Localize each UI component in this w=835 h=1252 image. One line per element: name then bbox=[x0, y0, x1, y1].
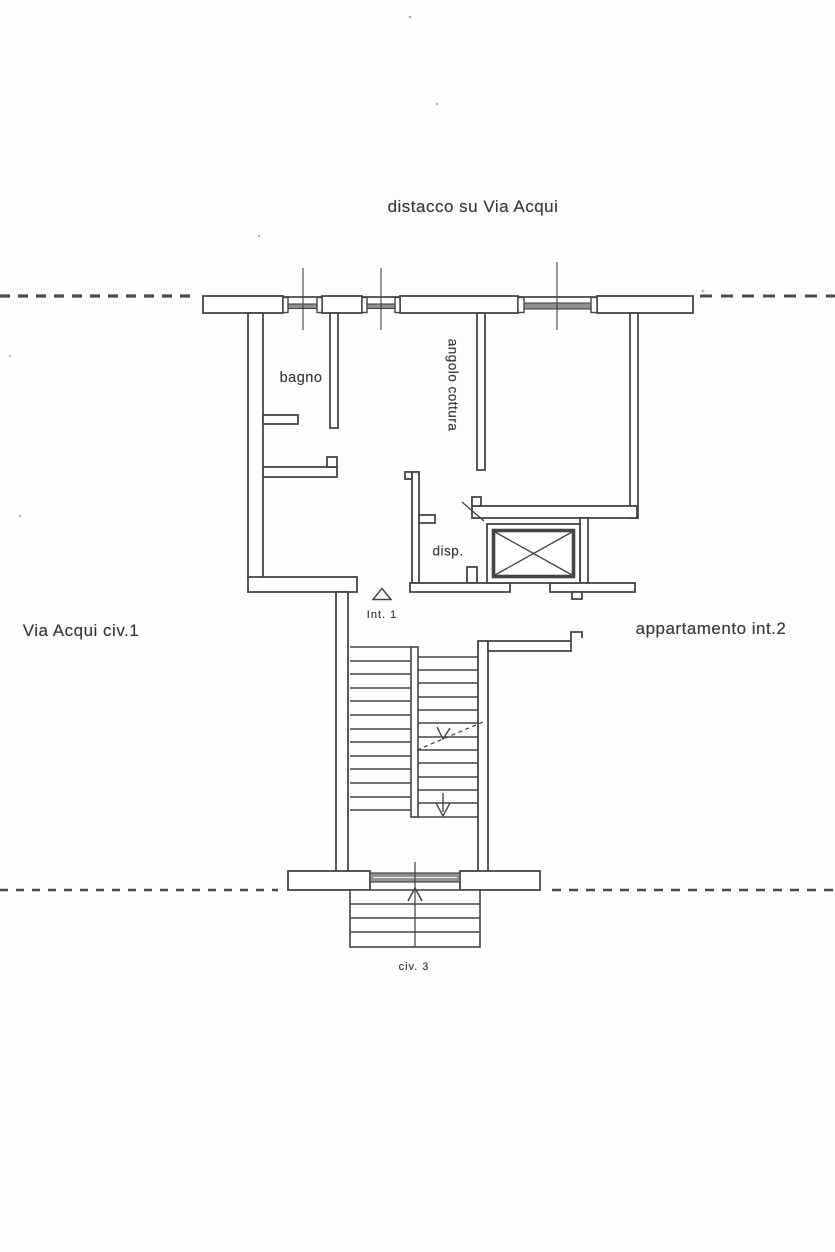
elevator-shaft-symbol bbox=[486, 523, 581, 584]
scan-speckles bbox=[8, 15, 705, 518]
apartment2-label: appartamento int.2 bbox=[635, 619, 787, 638]
wall-outlines bbox=[202, 295, 694, 891]
staircase-symbol bbox=[350, 646, 478, 818]
stair-down-arrow bbox=[435, 793, 451, 818]
street-label: Via Acqui civ.1 bbox=[22, 621, 140, 640]
room-label-angolo-cottura: angolo cottura bbox=[445, 338, 461, 432]
room-label-disp: disp. bbox=[432, 543, 464, 559]
window-symbols bbox=[282, 262, 598, 330]
civic-number-label: civ. 3 bbox=[398, 961, 430, 973]
window-symbol bbox=[282, 268, 323, 330]
unit1-label: Int. 1 bbox=[366, 609, 398, 621]
property-boundary-dashed-line bbox=[0, 294, 835, 892]
stair-direction-arrow bbox=[416, 721, 484, 751]
window-symbol bbox=[517, 262, 598, 330]
window-symbol bbox=[361, 268, 401, 330]
plan-title: distacco su Via Acqui bbox=[387, 197, 559, 216]
door-swing-triangle-icon bbox=[371, 587, 393, 601]
room-label-bagno: bagno bbox=[279, 370, 323, 386]
entrance-direction-arrow bbox=[407, 862, 423, 947]
